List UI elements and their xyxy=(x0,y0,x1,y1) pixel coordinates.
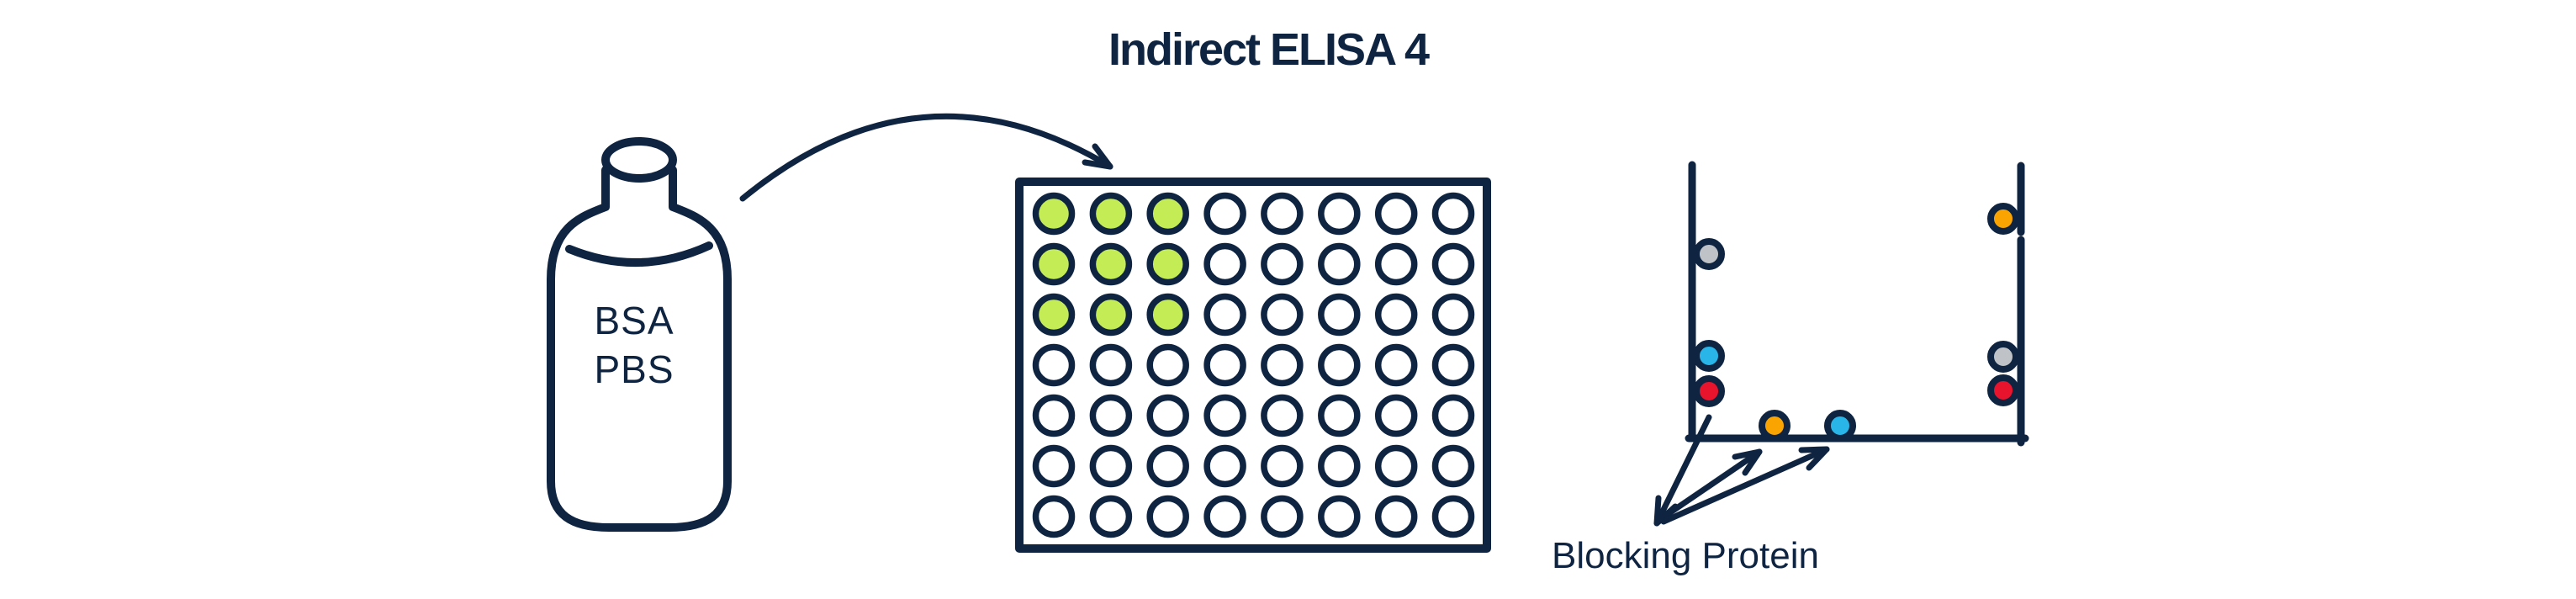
blocking-dot-bottom-orange xyxy=(1759,410,1791,442)
well-blocked-r3c1 xyxy=(1032,293,1076,337)
blocking-dot-left-red xyxy=(1693,375,1725,407)
well-empty-r6c2 xyxy=(1089,444,1133,488)
blocking-dot-right-red xyxy=(1987,374,2019,406)
well-empty-r4c4 xyxy=(1203,343,1246,387)
bottle-mouth xyxy=(601,137,677,183)
well-blocked-r2c2 xyxy=(1089,242,1133,286)
well-blocked-r3c3 xyxy=(1146,293,1189,337)
well-empty-r3c5 xyxy=(1261,293,1304,337)
well-empty-r2c5 xyxy=(1261,242,1304,286)
well-empty-r6c4 xyxy=(1203,444,1246,488)
label-arrow-orange-head xyxy=(1732,448,1763,476)
well-empty-r4c8 xyxy=(1431,343,1475,387)
well-empty-r7c1 xyxy=(1032,495,1076,538)
bottle-liquid-line xyxy=(565,241,713,267)
well-empty-r7c2 xyxy=(1089,495,1133,538)
label-arrow-corner-shaft xyxy=(1653,414,1712,527)
blocking-dot-right-gray xyxy=(1987,341,2019,373)
label-arrow-cyan-head xyxy=(1798,446,1830,471)
well-empty-r3c8 xyxy=(1431,293,1475,337)
well-empty-r7c4 xyxy=(1203,495,1246,538)
well-grid xyxy=(1032,192,1475,538)
bottle-label-line1: BSA xyxy=(594,299,674,342)
well-empty-r3c4 xyxy=(1203,293,1246,337)
well-empty-r6c1 xyxy=(1032,444,1076,488)
well-empty-r6c8 xyxy=(1431,444,1475,488)
blocking-protein-label: Blocking Protein xyxy=(1552,535,1819,576)
well-empty-r1c4 xyxy=(1203,192,1246,236)
well-blocked-r1c1 xyxy=(1032,192,1076,236)
well-empty-r6c7 xyxy=(1374,444,1418,488)
blocking-dot-right-orange xyxy=(1987,203,2019,235)
well-empty-r4c7 xyxy=(1374,343,1418,387)
well-empty-r5c8 xyxy=(1431,394,1475,437)
well-empty-r1c5 xyxy=(1261,192,1304,236)
well-empty-r7c3 xyxy=(1146,495,1189,538)
well-blocked-r1c2 xyxy=(1089,192,1133,236)
well-empty-r1c7 xyxy=(1374,192,1418,236)
well-empty-r4c6 xyxy=(1318,343,1361,387)
well-empty-r3c6 xyxy=(1318,293,1361,337)
well-empty-r5c6 xyxy=(1318,394,1361,437)
well-empty-r5c3 xyxy=(1146,394,1189,437)
well-blocked-r3c2 xyxy=(1089,293,1133,337)
well-empty-r6c5 xyxy=(1261,444,1304,488)
well-empty-r5c5 xyxy=(1261,394,1304,437)
well-empty-r7c8 xyxy=(1431,495,1475,538)
blocking-dot-bottom-cyan xyxy=(1824,410,1856,442)
well-empty-r5c7 xyxy=(1374,394,1418,437)
well-empty-r2c8 xyxy=(1431,242,1475,286)
well-blocked-r2c1 xyxy=(1032,242,1076,286)
blocking-dot-left-cyan xyxy=(1693,340,1725,372)
bottle-label: BSA PBS xyxy=(550,296,718,394)
pour-arrow-shaft xyxy=(739,113,1113,202)
pour-arrow xyxy=(739,113,1113,202)
label-arrow-cyan-shaft xyxy=(1660,446,1830,525)
well-empty-r4c5 xyxy=(1261,343,1304,387)
well-blocked-r1c3 xyxy=(1146,192,1189,236)
well-empty-r3c7 xyxy=(1374,293,1418,337)
well-empty-r2c6 xyxy=(1318,242,1361,286)
blocking-protein-dots xyxy=(1693,203,2019,442)
well-empty-r6c6 xyxy=(1318,444,1361,488)
well-empty-r5c2 xyxy=(1089,394,1133,437)
well-empty-r7c5 xyxy=(1261,495,1304,538)
pour-arrow-head xyxy=(1082,143,1113,170)
well-empty-r5c1 xyxy=(1032,394,1076,437)
well-empty-r6c3 xyxy=(1146,444,1189,488)
bsa-bottle xyxy=(547,137,732,532)
well-plate xyxy=(1015,178,1491,553)
well-empty-r1c8 xyxy=(1431,192,1475,236)
well-empty-r2c7 xyxy=(1374,242,1418,286)
label-arrow-orange-shaft xyxy=(1658,448,1763,522)
well-empty-r7c7 xyxy=(1374,495,1418,538)
well-empty-r2c4 xyxy=(1203,242,1246,286)
well-blocked-r2c3 xyxy=(1146,242,1189,286)
blocking-label-arrows xyxy=(1653,414,1830,527)
bottle-label-line2: PBS xyxy=(594,347,674,391)
well-closeup xyxy=(1685,161,2029,447)
well-empty-r4c1 xyxy=(1032,343,1076,387)
well-empty-r4c3 xyxy=(1146,343,1189,387)
blocking-dot-left-gray xyxy=(1693,238,1725,270)
well-empty-r4c2 xyxy=(1089,343,1133,387)
well-empty-r1c6 xyxy=(1318,192,1361,236)
diagram-title: Indirect ELISA 4 xyxy=(1108,24,1430,75)
well-empty-r7c6 xyxy=(1318,495,1361,538)
well-empty-r5c4 xyxy=(1203,394,1246,437)
